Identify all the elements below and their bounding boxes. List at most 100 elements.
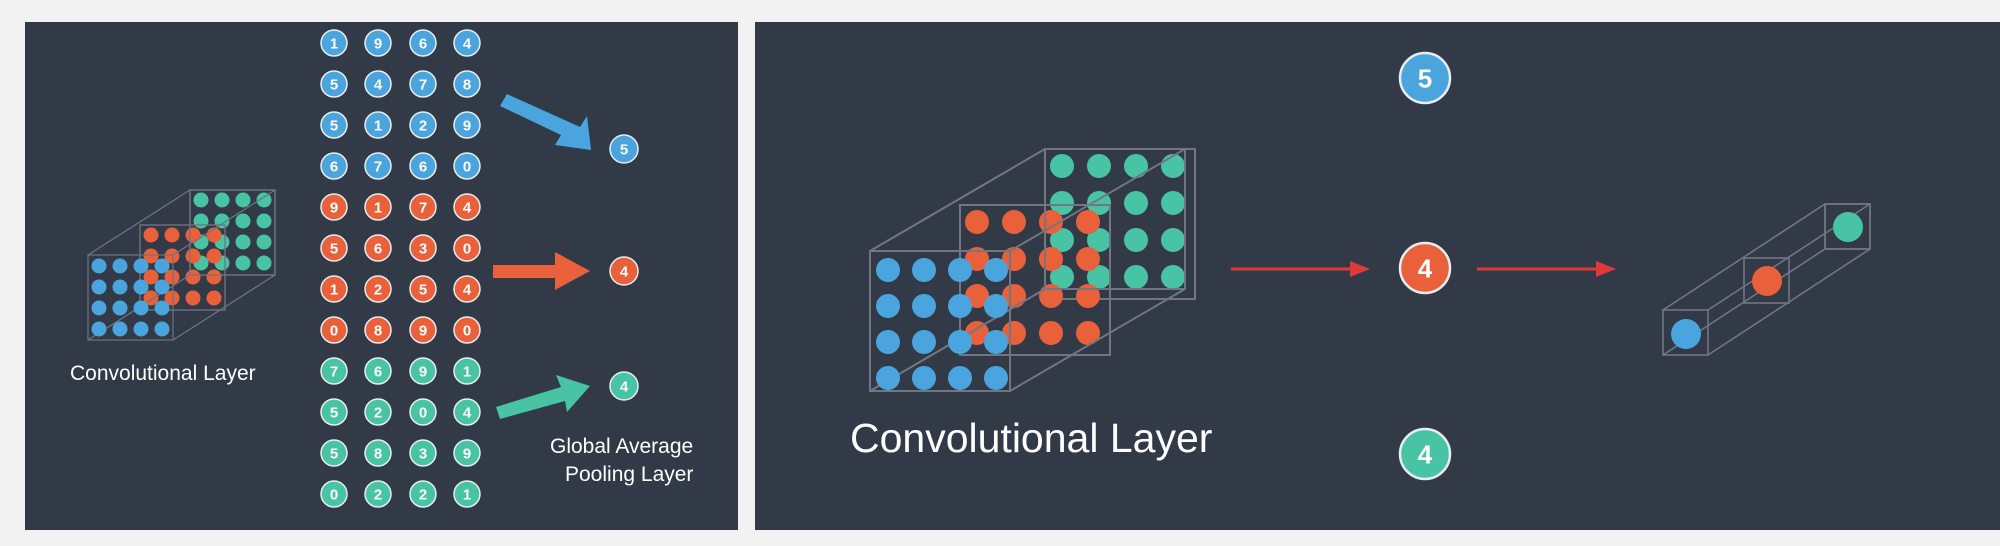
- matrix-cell-value: 5: [330, 404, 338, 421]
- matrix-cell: 8: [364, 316, 392, 344]
- matrix-cell-disc: [453, 316, 481, 344]
- conv-blue-right-dot: [948, 330, 972, 354]
- conv-blue-right-dot: [948, 294, 972, 318]
- matrix-cell: 9: [453, 439, 481, 467]
- pooling-layer-label-line2: Pooling Layer: [565, 463, 694, 486]
- matrix-cell: 1: [453, 357, 481, 385]
- matrix-cell-value: 0: [463, 322, 471, 339]
- matrix-cell: 5: [320, 70, 348, 98]
- pool-output-2: 4: [609, 256, 639, 286]
- pool-output-1-value: 5: [620, 141, 628, 158]
- matrix-cell: 2: [364, 398, 392, 426]
- matrix-cell-value: 6: [419, 158, 427, 175]
- matrix-cell-disc: [320, 234, 348, 262]
- conv-blue-right-dot: [984, 294, 1008, 318]
- matrix-cell-disc: [453, 111, 481, 139]
- conv-orange-right-dot: [1076, 321, 1100, 345]
- matrix-cell-value: 5: [330, 445, 338, 462]
- matrix-cell-disc: [320, 480, 348, 508]
- conv-orange-right-dot: [1076, 247, 1100, 271]
- matrix-cell-disc: [453, 152, 481, 180]
- conv-box-blue-right-front: [869, 250, 1011, 392]
- conv-orange-right-dot: [1039, 247, 1063, 271]
- matrix-cell-disc: [364, 111, 392, 139]
- conv-orange-dot: [164, 227, 180, 243]
- matrix-cell-value: 0: [463, 158, 471, 175]
- conv-blue-right-dot: [948, 258, 972, 282]
- matrix-cell-disc: [320, 70, 348, 98]
- matrix-cell: 2: [409, 480, 437, 508]
- matrix-cell: 5: [320, 439, 348, 467]
- matrix-cell: 4: [364, 70, 392, 98]
- matrix-cell-value: 9: [463, 117, 471, 134]
- matrix-cell-disc: [453, 234, 481, 262]
- conv-blue-right-dot: [912, 258, 936, 282]
- conv-blue-dot: [133, 258, 149, 274]
- matrix-cell: 6: [364, 234, 392, 262]
- conv-blue-right-dot: [876, 330, 900, 354]
- conv-orange-dot: [206, 248, 222, 264]
- matrix-cell: 7: [364, 152, 392, 180]
- matrix-cell-value: 7: [419, 199, 427, 216]
- matrix-cell: 0: [320, 316, 348, 344]
- matrix-cell-disc: [320, 275, 348, 303]
- arrow-teal-left: [496, 375, 590, 419]
- matrix-cell-disc: [453, 275, 481, 303]
- matrix-cell-value: 1: [330, 281, 338, 298]
- matrix-cell-value: 3: [419, 445, 427, 462]
- conv-teal-dot: [256, 255, 272, 271]
- matrix-cell-value: 2: [419, 486, 427, 503]
- matrix-cell-value: 0: [330, 486, 338, 503]
- matrix-cell: 8: [364, 439, 392, 467]
- conv-teal-right-dot: [1161, 191, 1185, 215]
- conv-teal-dot: [193, 213, 209, 229]
- conv-blue-right-dot: [984, 258, 1008, 282]
- matrix-cell: 0: [409, 398, 437, 426]
- conv-box-blue-edge-3: [172, 274, 276, 341]
- matrix-cell-value: 5: [330, 117, 338, 134]
- conv-blue-dot: [91, 321, 107, 337]
- matrix-cell-value: 8: [374, 322, 382, 339]
- conv-teal-right-dot: [1124, 265, 1148, 289]
- pool-output-right-2-value: 4: [1418, 253, 1433, 283]
- conv-box-blue-back: [189, 189, 276, 276]
- pool-output-3-disc: [609, 371, 639, 401]
- matrix-cell-value: 9: [419, 322, 427, 339]
- matrix-cell-disc: [409, 439, 437, 467]
- conv-blue-right-dot: [984, 366, 1008, 390]
- matrix-cell-disc: [364, 193, 392, 221]
- matrix-cell: 6: [320, 152, 348, 180]
- matrix-cell: 7: [320, 357, 348, 385]
- matrix-cell-disc: [409, 480, 437, 508]
- matrix-cell: 9: [453, 111, 481, 139]
- conv-blue-dot: [112, 321, 128, 337]
- conv-box-blue-right-edge-3: [1009, 288, 1186, 392]
- conv-blue-dot: [154, 321, 170, 337]
- pool-output-right-3-value: 4: [1418, 439, 1433, 469]
- conv-orange-dot: [206, 227, 222, 243]
- conv-blue-right-dot: [912, 294, 936, 318]
- matrix-cell-value: 1: [463, 486, 471, 503]
- matrix-cell-disc: [409, 70, 437, 98]
- pool-output-2-value: 4: [620, 263, 629, 280]
- conv-teal-right-dot: [1124, 191, 1148, 215]
- arrow-blue-left: [500, 94, 591, 150]
- conv-orange-dot: [143, 269, 159, 285]
- matrix-cell: 6: [364, 357, 392, 385]
- conv-teal-right-dot: [1087, 154, 1111, 178]
- matrix-cell-value: 2: [374, 404, 382, 421]
- conv-orange-dot: [185, 290, 201, 306]
- matrix-cell: 4: [453, 275, 481, 303]
- matrix-cell-value: 5: [330, 76, 338, 93]
- vector-cube-1-front: [1662, 309, 1709, 356]
- pool-output-right-2-disc: [1398, 241, 1452, 295]
- matrix-cell: 0: [453, 234, 481, 262]
- matrix-cell-disc: [364, 357, 392, 385]
- conv-orange-dot: [164, 248, 180, 264]
- conv-orange-right-dot: [1002, 210, 1026, 234]
- matrix-cell-value: 5: [330, 240, 338, 257]
- matrix-cell: 6: [409, 29, 437, 57]
- matrix-cell-value: 0: [419, 404, 427, 421]
- vector-value-orange: [1752, 266, 1782, 296]
